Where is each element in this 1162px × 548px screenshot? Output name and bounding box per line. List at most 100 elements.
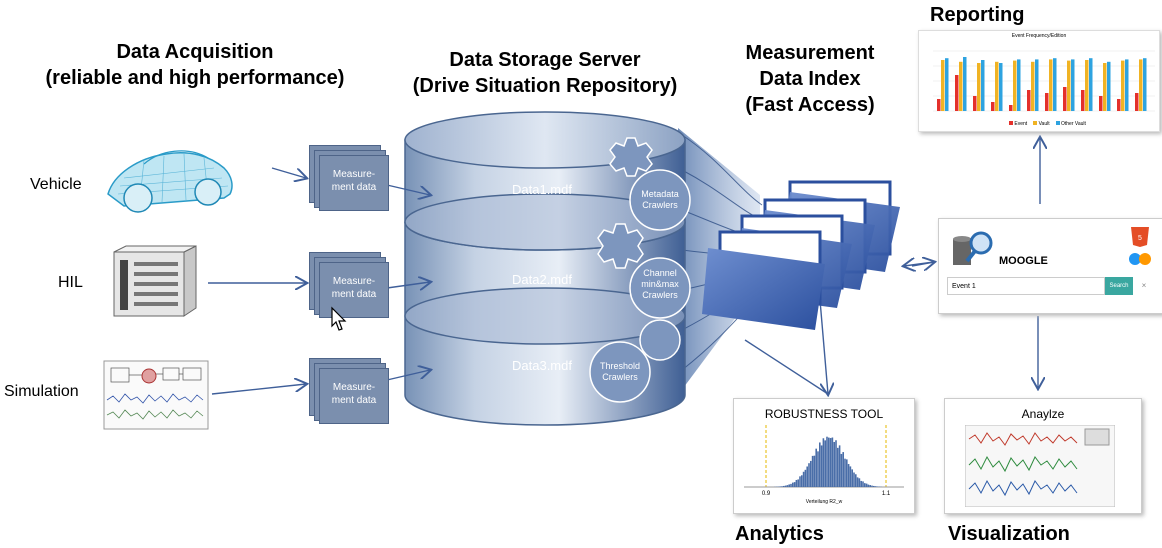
histogram-bar	[808, 463, 810, 487]
gear-icon	[629, 257, 691, 319]
report-bar	[941, 60, 945, 111]
histogram-bar	[829, 438, 832, 487]
histogram-bar	[873, 485, 875, 487]
histogram-bar	[828, 437, 830, 487]
histogram-bar	[874, 486, 877, 487]
histogram-bar	[822, 438, 825, 487]
source-label-hil: HIL	[58, 274, 83, 291]
report-bar	[963, 57, 967, 111]
legend-item: Vault	[1033, 121, 1050, 127]
svg-text:5: 5	[1138, 235, 1142, 242]
clear-button[interactable]: ×	[1141, 281, 1147, 290]
histogram-bar	[820, 445, 823, 487]
file-label-data2: Data2.mdf	[512, 272, 572, 287]
report-bar	[945, 58, 949, 111]
index-title-line2: Data Index	[759, 68, 861, 90]
report-bar	[1117, 99, 1121, 111]
crawler-label-threshold: Threshold Crawlers	[590, 361, 650, 383]
histogram-bar	[858, 478, 861, 487]
histogram-bar	[790, 483, 792, 487]
measurement-card-line1: Measure-	[332, 382, 376, 393]
index-arrows	[744, 138, 1040, 394]
reporting-chart-title: Event Frequency/Edition	[1011, 33, 1067, 39]
histogram-bar	[842, 452, 844, 487]
crawler-label-channel: Channel min&max Crawlers	[630, 268, 690, 301]
file-label-data1: Data1.mdf	[512, 182, 572, 197]
report-bar	[1085, 60, 1089, 111]
gear-icon	[609, 137, 653, 177]
tick-label: 0.9	[762, 491, 771, 497]
histogram-bar	[797, 479, 799, 487]
histogram-bar	[860, 480, 862, 487]
car-wireframe-icon	[107, 150, 233, 213]
crawler-label-metadata: Metadata Crawlers	[630, 189, 690, 211]
histogram-bar	[847, 464, 850, 487]
search-button[interactable]: Search	[1105, 277, 1133, 295]
signal-plot-icon	[965, 425, 1115, 507]
acquisition-heading: Data Acquisition (reliable and high perf…	[10, 39, 380, 91]
report-bar	[999, 63, 1003, 111]
measurement-card-line2: ment data	[331, 289, 377, 300]
report-bar	[995, 61, 999, 111]
hil-rack-icon	[113, 245, 197, 317]
report-bar	[1053, 58, 1057, 111]
search-input[interactable]: Event 1	[947, 277, 1105, 295]
report-bar	[1035, 59, 1039, 111]
histogram-bar	[862, 481, 864, 487]
histogram-bar	[846, 459, 848, 487]
histogram-bar	[784, 485, 787, 487]
histogram-bar	[867, 484, 870, 487]
index-folders	[702, 180, 900, 330]
index-heading: Measurement Data Index (Fast Access)	[720, 40, 900, 118]
measurement-card-stack: Measure- ment data	[309, 145, 389, 211]
storage-heading: Data Storage Server (Drive Situation Rep…	[385, 47, 705, 99]
report-bar	[1027, 90, 1031, 111]
source-label-simulation: Simulation	[4, 383, 79, 400]
storage-title: Data Storage Server	[449, 49, 641, 71]
histogram-bar	[837, 447, 839, 487]
histogram-bar	[799, 476, 801, 487]
histogram-xlabel: Verteilung R2_w	[805, 499, 843, 505]
crawler-line1: Threshold	[599, 361, 641, 371]
report-bar	[981, 60, 985, 111]
measurement-card-stack: Measure- ment data	[309, 252, 389, 318]
histogram-bar	[855, 474, 857, 487]
robustness-title: ROBUSTNESS TOOL	[764, 407, 884, 421]
histogram-bar	[802, 471, 805, 487]
report-bar	[1143, 58, 1147, 111]
histogram-bar	[810, 460, 812, 487]
crawler-line1: Channel	[643, 268, 677, 278]
measurement-card-line1: Measure-	[332, 169, 376, 180]
crawler-line2: min&max	[641, 279, 679, 289]
report-bar	[1071, 59, 1075, 111]
histogram-bar	[786, 485, 789, 487]
histogram-bar	[804, 469, 807, 487]
analyze-title: Anaylze	[1021, 407, 1065, 421]
report-bar	[1121, 60, 1125, 111]
gear-icon	[639, 319, 681, 361]
histogram-bar	[869, 485, 871, 487]
histogram-bar	[795, 479, 798, 487]
histogram-bar	[871, 485, 873, 487]
index-title-line1: Measurement	[745, 42, 875, 64]
report-bar	[1067, 60, 1071, 111]
histogram-bar	[851, 469, 853, 487]
robustness-tool-panel: ROBUSTNESS TOOL 0.9 1.1 Verteilung R2_w	[733, 398, 915, 514]
gear-icon	[629, 169, 691, 231]
source-label-vehicle: Vehicle	[30, 176, 82, 193]
report-bar	[1063, 87, 1067, 111]
report-bar	[1089, 58, 1093, 111]
gear-icons	[589, 137, 691, 403]
acquisition-title: Data Acquisition	[116, 41, 274, 63]
report-bar	[1103, 63, 1107, 111]
histogram-bar	[838, 445, 841, 487]
histogram-bar	[853, 472, 855, 487]
report-bar	[973, 96, 977, 111]
report-bar	[1013, 60, 1017, 111]
reporting-bars	[933, 50, 1155, 112]
measurement-card-line1: Measure-	[332, 276, 376, 287]
analyze-panel: Anaylze	[944, 398, 1142, 514]
report-bar	[1045, 93, 1049, 111]
report-bar	[1139, 59, 1143, 111]
gear-icon	[589, 341, 651, 403]
